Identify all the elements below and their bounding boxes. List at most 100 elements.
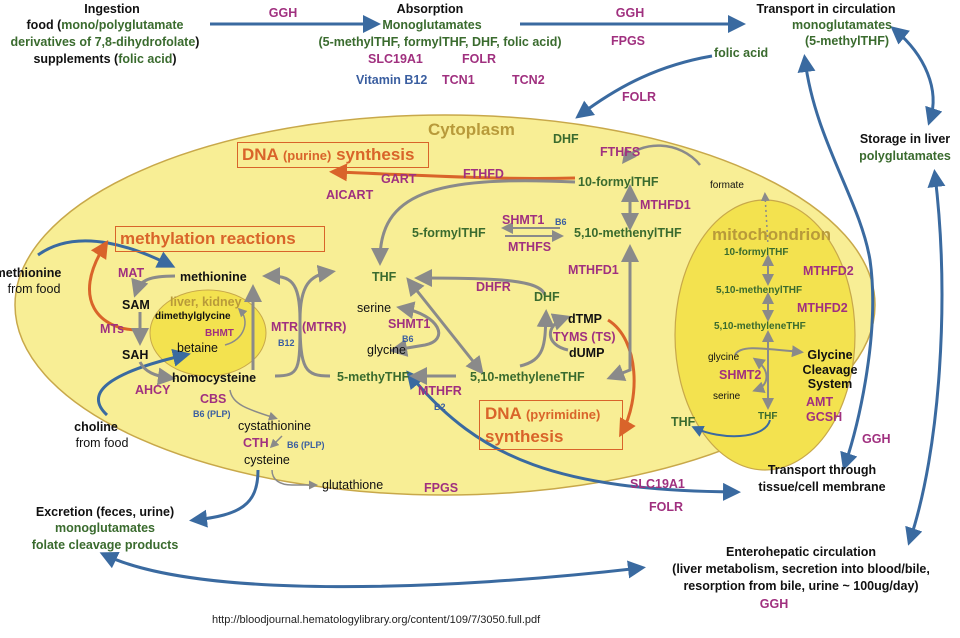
gart-label: GART: [381, 172, 417, 186]
glycine-label: glycine: [367, 343, 406, 357]
mito-thf: THF: [758, 411, 778, 422]
pyrimidine-label: (pyrimidine): [525, 407, 601, 422]
mthfd2-a-label: MTHFD2: [803, 264, 854, 278]
arrow-to-methylation: [87, 239, 139, 332]
arrow-homocysteine-cystathionine: [229, 389, 278, 421]
cbs-label: CBS: [200, 392, 227, 406]
cysteine-label: cysteine: [244, 453, 290, 467]
aicart-label: AICART: [326, 188, 374, 202]
dump-label: dUMP: [569, 346, 605, 360]
arrow-thf-methylene: [406, 277, 484, 375]
b6-plp-1-label: B6 (PLP): [193, 409, 231, 419]
folic-acid-label: folic acid: [714, 46, 769, 60]
text-suffix: ): [195, 35, 200, 49]
arrow-mthfd1-b: [606, 244, 639, 382]
b12-label: B12: [278, 338, 295, 348]
arrow-cysteine-glutathione: [271, 469, 318, 490]
absorption-title: Absorption: [396, 2, 464, 16]
mito-methylenethf: 5,10-methyleneTHF: [714, 321, 806, 332]
mtrr-label: (MTRR): [302, 320, 347, 334]
dna-pyrimidine-line1: DNA (pyrimidine): [485, 404, 600, 424]
choline-label: choline: [74, 420, 118, 434]
ggh-right-label: GGH: [615, 6, 645, 20]
arrow-sah-homocysteine: [138, 361, 176, 386]
methylenethf-label: 5,10-methyleneTHF: [470, 370, 585, 384]
mts-label: MTs: [100, 322, 125, 336]
absorption-monoglutamates: Monoglutamates: [382, 18, 482, 32]
enterohepatic-ggh: GGH: [759, 597, 789, 611]
transport-circulation-monoglutamates: monoglutamates: [791, 18, 893, 32]
methenylthf: 5,10-methenylTHF: [574, 226, 682, 240]
arrow-to-purine: [329, 163, 576, 182]
formyl10thf: 10-formylTHF: [578, 175, 659, 189]
arrow-betaine-dmg: [224, 307, 248, 346]
liver-kidney-label: liver, kidney: [170, 295, 242, 309]
arrow-fthfs: [621, 144, 701, 166]
formyl5thf: 5-formylTHF: [412, 226, 486, 240]
shmt1-top-label: SHMT1: [502, 213, 545, 227]
excretion-monoglutamates: monoglutamates: [54, 521, 156, 535]
storage-title: Storage in liver: [859, 132, 951, 146]
fpgs-label: FPGS: [424, 481, 459, 495]
dhf-label: DHF: [534, 290, 560, 304]
from-food-2: from food: [75, 436, 129, 450]
arrow-circulation-storage: [890, 26, 943, 126]
arrow-methionine-sam: [131, 274, 176, 298]
gcsh-label: GCSH: [806, 410, 843, 424]
dihydrofolate-derivatives: derivatives of 7,8-dihydrofolate: [10, 35, 196, 49]
arrow-formyl10-thf: [371, 179, 576, 266]
cystathionine-label: cystathionine: [238, 419, 311, 433]
slc19a1-bottom-label: SLC19A1: [630, 477, 685, 491]
enterohepatic-line2: resorption from bile, urine ~ 100ug/day): [683, 579, 919, 593]
gcs-line1: Glycine: [807, 348, 853, 362]
cytoplasm-label: Cytoplasm: [428, 120, 515, 139]
dna-label: DNA: [242, 145, 279, 164]
mthfd1-a-label: MTHFD1: [640, 198, 691, 212]
serine-label: serine: [357, 301, 392, 315]
arrow-circulation-transport-tissue: [797, 54, 875, 471]
fthfs-label: FTHFS: [600, 145, 641, 159]
folr-label-top: FOLR: [462, 52, 497, 66]
dtmp-label: dTMP: [568, 312, 603, 326]
food-derivatives: mono/polyglutamate: [61, 18, 184, 32]
transport-tissue-line1: Transport through: [767, 463, 877, 477]
b2-label: B2: [434, 402, 446, 412]
arrow-cystathionine-cysteine: [269, 435, 283, 449]
tcn1-label: TCN1: [442, 73, 475, 87]
sam-label: SAM: [122, 298, 150, 312]
methionine-food-label: methionine: [0, 266, 62, 280]
arrow-excretion: [189, 469, 260, 528]
enterohepatic-line1: (liver metabolism, secretion into blood/…: [672, 562, 930, 576]
from-food-1: from food: [7, 282, 61, 296]
arrow-homocysteine-methionine: [262, 267, 302, 378]
absorption-detail: (5-methylTHF, formylTHF, DHF, folic acid…: [318, 35, 562, 49]
excretion-title: Excretion (feces, urine): [35, 505, 175, 519]
mtr-label: MTR: [271, 320, 299, 334]
b6-mid-label: B6: [402, 334, 414, 344]
arrow-mito-thf-out: [691, 419, 771, 438]
dimethylglycine-label: dimethylglycine: [155, 311, 231, 322]
mito-formyl10thf: 10-formylTHF: [724, 247, 789, 258]
arrow-dump-dtmp: [548, 313, 571, 352]
mthfd1-b-label: MTHFD1: [568, 263, 619, 277]
shmt1-label: SHMT1: [388, 317, 431, 331]
fpgs-top-label: FPGS: [610, 34, 646, 48]
dhf-top: DHF: [553, 132, 579, 146]
vitamin-b12-label: Vitamin B12: [356, 73, 428, 87]
arrow-enterohepatic-excretion: [99, 551, 646, 589]
shmt2-label: SHMT2: [719, 368, 762, 382]
source-url-link[interactable]: http://bloodjournal.hematologylibrary.or…: [212, 614, 541, 626]
synthesis-label: synthesis: [336, 145, 415, 164]
mitochondrion-label: mitochondrion: [712, 225, 831, 244]
dhfr-label: DHFR: [476, 280, 511, 294]
gcs-line3: System: [807, 377, 853, 391]
ggh-right-side-label: GGH: [862, 432, 891, 446]
text-suffix: ): [172, 52, 177, 66]
mat-label: MAT: [118, 266, 145, 280]
ingestion-supplements-line: supplements (folic acid): [33, 52, 176, 66]
arrow-storage-enterohepatic: [905, 169, 946, 546]
arrow-mito-serine-glycine: [752, 357, 768, 393]
text-prefix: food (: [26, 18, 62, 32]
purine-label: (purine): [282, 148, 332, 163]
